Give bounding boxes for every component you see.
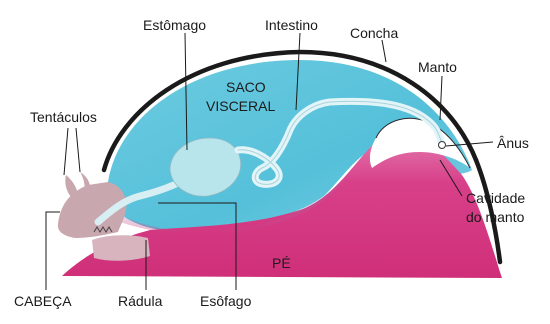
radula-mark: [93, 226, 113, 233]
label-radula: Rádula: [118, 293, 163, 309]
head: [57, 182, 127, 238]
shell: [101, 49, 479, 173]
anus-point: [438, 141, 446, 149]
label-manto: Manto: [418, 59, 457, 75]
blend-zone: [120, 170, 352, 235]
label-concha: Concha: [350, 25, 398, 41]
label-anus: Ânus: [497, 135, 529, 151]
saco-visceral-line2: VISCERAL: [206, 98, 275, 114]
foot: [62, 130, 502, 278]
esophagus-tube: [94, 178, 184, 226]
pe-label: PÉ: [272, 255, 291, 271]
leader-lines: [45, 32, 494, 290]
label-cavidade-2: do manto: [466, 209, 525, 225]
tentacle-2: [80, 172, 91, 198]
label-cavidade-1: Cavidade: [466, 190, 525, 206]
label-tentaculos: Tentáculos: [30, 109, 97, 125]
label-estomago: Estômago: [143, 17, 206, 33]
mantle-cavity: [369, 118, 470, 168]
label-cabeca: CABEÇA: [14, 293, 72, 309]
label-intestino: Intestino: [265, 17, 318, 33]
label-esofago: Esôfago: [200, 293, 252, 309]
tentacle-1: [65, 175, 78, 198]
stomach: [169, 137, 242, 197]
saco-visceral-line1: SACO: [226, 79, 266, 95]
